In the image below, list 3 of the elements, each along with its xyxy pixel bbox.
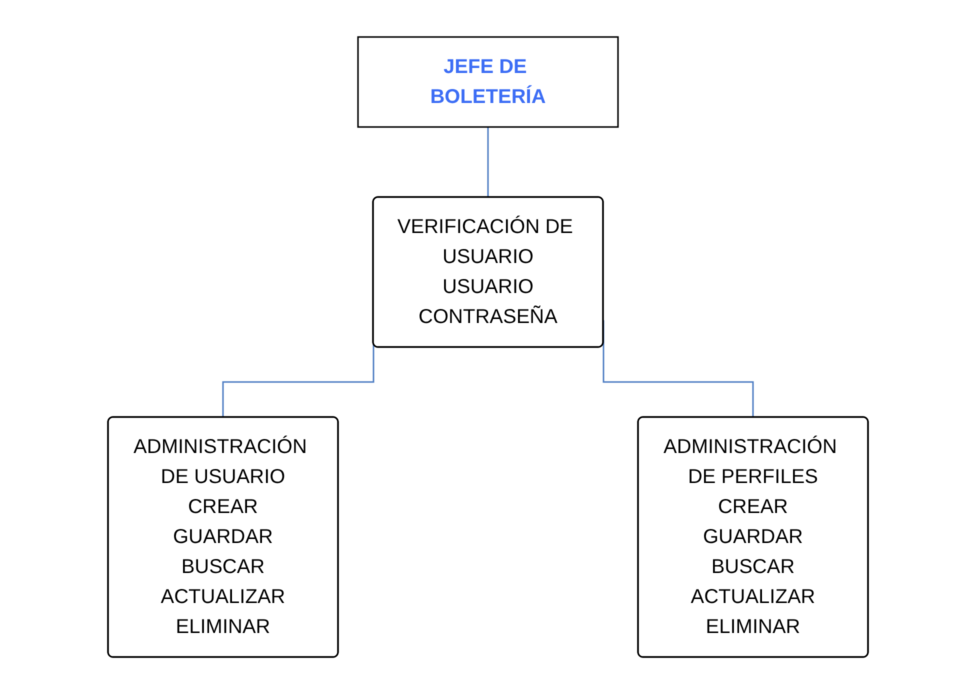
node-box: JEFE DE BOLETERÍA	[356, 36, 618, 128]
connector	[486, 126, 489, 198]
connector	[602, 320, 754, 418]
